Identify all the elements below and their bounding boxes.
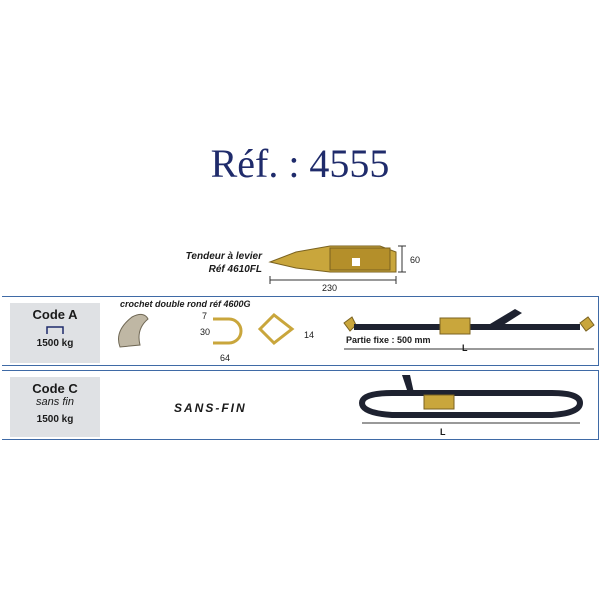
code-c-length: L bbox=[440, 427, 446, 437]
code-a-title: Code A bbox=[32, 307, 78, 322]
delta-ring-diagram bbox=[257, 313, 295, 345]
code-a-box: Code A 1500 kg bbox=[10, 303, 100, 363]
code-c-box: Code C sans fin 1500 kg bbox=[10, 377, 100, 437]
code-c-load: 1500 kg bbox=[36, 414, 74, 425]
code-a-length: L bbox=[462, 343, 468, 353]
strap-code-a bbox=[343, 309, 595, 350]
tensioner-label: Tendeur à levier Réf 4610FL bbox=[186, 250, 262, 276]
code-c-panel: Code C sans fin 1500 kg SANS-FIN L bbox=[2, 370, 599, 440]
dim-64: 64 bbox=[220, 353, 231, 363]
tensioner-name: Tendeur à levier bbox=[185, 251, 262, 262]
page-title: Réf. : 4555 bbox=[210, 141, 390, 186]
dim-7: 7 bbox=[202, 311, 208, 321]
strap-code-c bbox=[358, 375, 584, 424]
code-a-panel: Code A 1500 kg crochet double rond réf 4… bbox=[2, 296, 599, 366]
d-ring-diagram bbox=[213, 317, 243, 345]
hook-label: crochet double rond réf 4600G bbox=[120, 299, 251, 309]
dim-14: 14 bbox=[304, 330, 315, 340]
code-c-title: Code C bbox=[32, 381, 78, 396]
fixed-part-label: Partie fixe : 500 mm bbox=[346, 335, 431, 345]
two-hooks-icon bbox=[46, 326, 64, 334]
tensioner-ref: Réf 4610FL bbox=[208, 264, 262, 275]
tensioner-length-dim: 230 bbox=[322, 283, 338, 293]
code-a-load: 1500 kg bbox=[36, 338, 74, 349]
hook-illustration bbox=[118, 313, 149, 348]
dim-30: 30 bbox=[200, 327, 211, 337]
code-c-sub: sans fin bbox=[36, 396, 74, 408]
sans-fin-label: SANS-FIN bbox=[174, 401, 247, 415]
tensioner-height-dim: 60 bbox=[410, 255, 421, 265]
